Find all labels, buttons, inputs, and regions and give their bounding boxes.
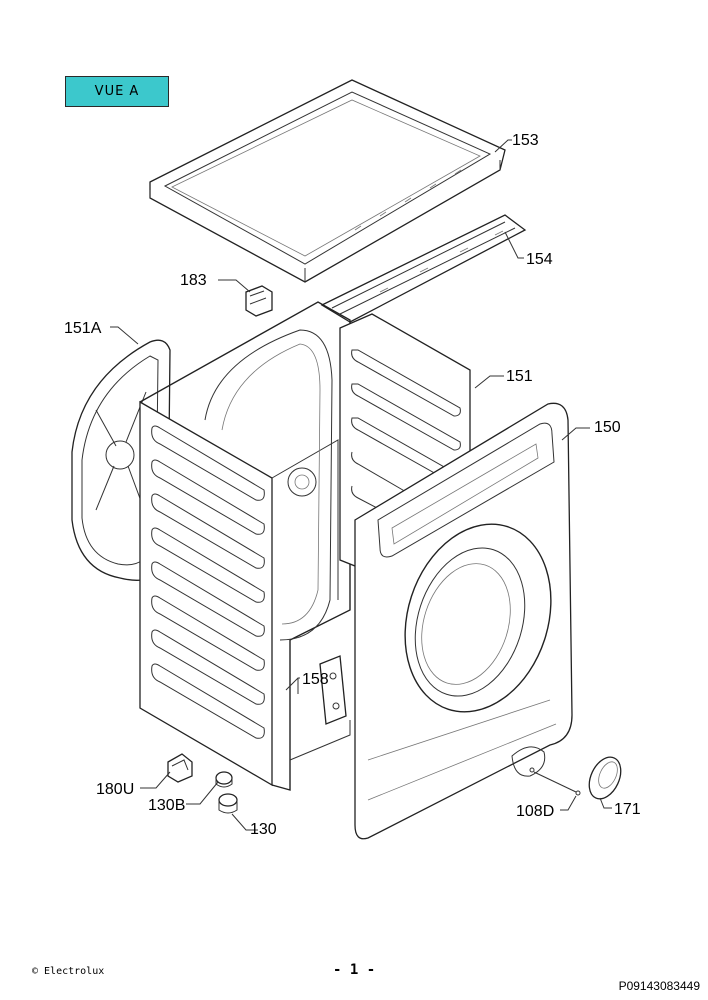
label-151: 151 [506, 368, 533, 385]
footer-doc-number: P09143083449 [618, 979, 700, 993]
label-180U: 180U [96, 781, 134, 798]
part-154-rear-rail [320, 214, 527, 323]
label-130B: 130B [148, 797, 185, 814]
footer-page-number: - 1 - [333, 962, 376, 978]
part-150-front-panel [354, 402, 573, 840]
label-151A: 151A [64, 320, 102, 337]
label-171: 171 [614, 801, 641, 818]
part-130B-foot [215, 771, 233, 788]
part-180U-foot [167, 753, 193, 783]
label-154: 154 [526, 251, 553, 268]
label-153: 153 [512, 132, 539, 149]
part-171-cap [588, 756, 622, 800]
part-183-clip [245, 285, 273, 317]
part-130-foot [218, 793, 238, 814]
part-108D-screw [529, 767, 581, 796]
part-158-bracket [319, 655, 347, 725]
label-108D: 108D [516, 803, 554, 820]
part-153-top-cover [149, 79, 506, 283]
cabinet-left-panel [139, 400, 273, 787]
label-183: 183 [180, 272, 207, 289]
leader-lines [110, 139, 612, 831]
label-130: 130 [250, 821, 277, 838]
view-label: VUE A [65, 76, 169, 107]
label-158: 158 [302, 671, 329, 688]
cabinet-frame [139, 301, 351, 791]
footer-copyright: © Electrolux [32, 966, 105, 977]
label-150: 150 [594, 419, 621, 436]
